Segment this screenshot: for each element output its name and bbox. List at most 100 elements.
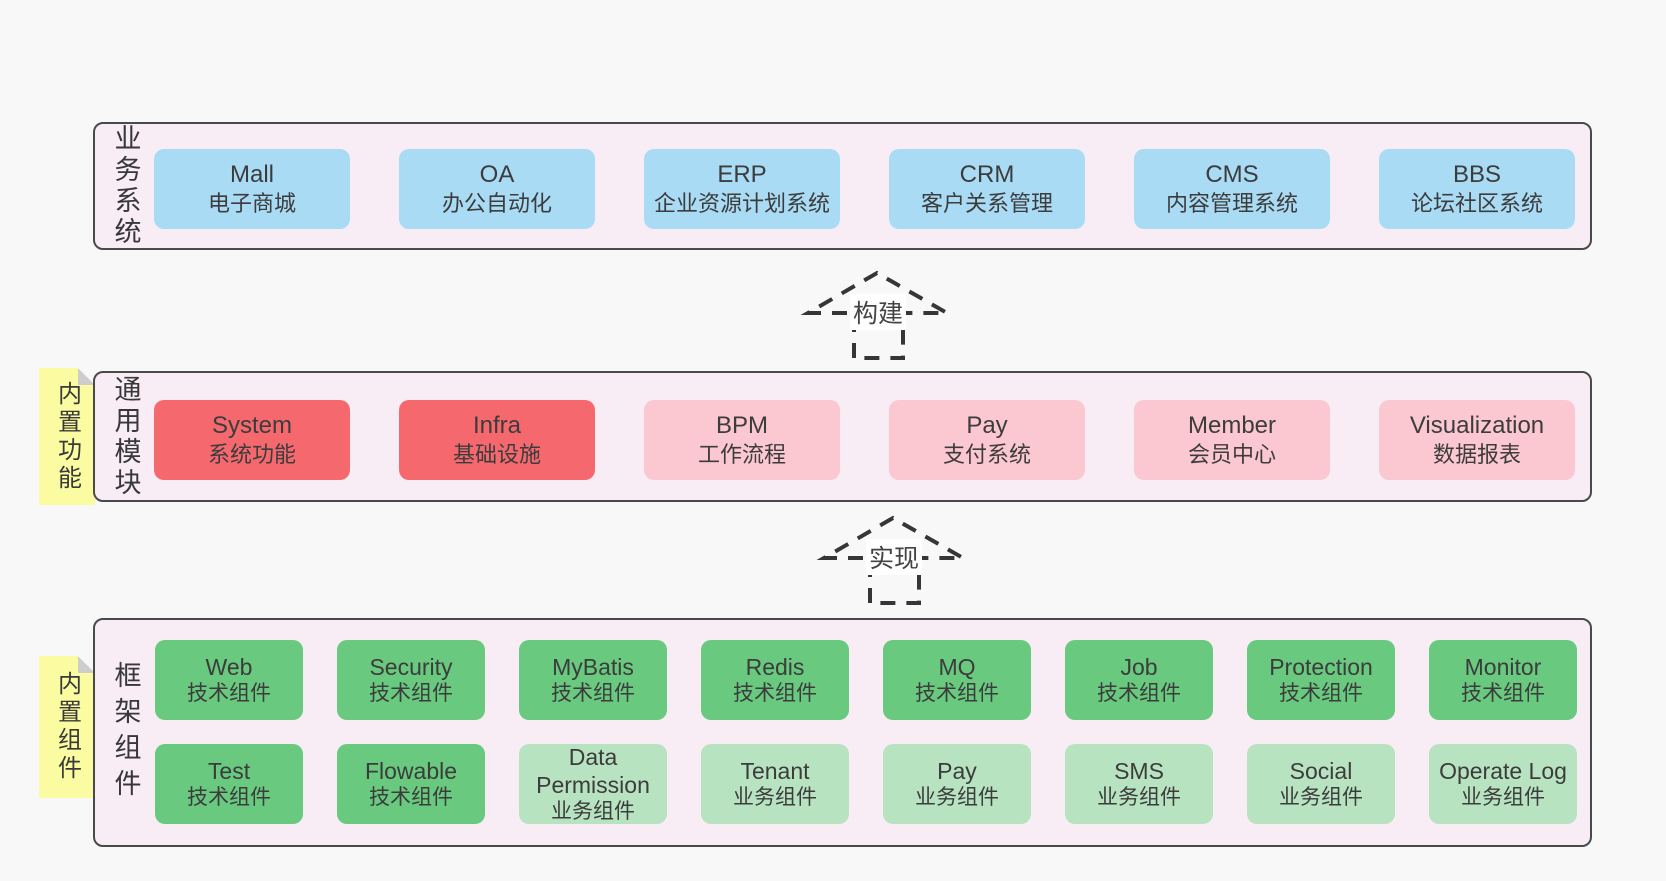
- arrow-implement-label: 实现: [865, 539, 923, 575]
- box-subtitle: 技术组件: [733, 682, 817, 706]
- layer-label-business-systems: 业务系统: [110, 124, 141, 248]
- sticky-note-built-in-components: 内置组件: [39, 656, 95, 798]
- box-title: Visualization: [1409, 412, 1545, 440]
- box-subtitle: 论坛社区系统: [1410, 191, 1543, 217]
- box-title: ERP: [717, 161, 767, 189]
- box-subtitle: 技术组件: [1279, 682, 1363, 706]
- arrow-implement: 实现: [814, 515, 974, 607]
- box-title: Web: [205, 654, 253, 681]
- box-subtitle: 工作流程: [697, 442, 786, 468]
- box-title: Monitor: [1464, 654, 1542, 681]
- box-title: BPM: [715, 412, 768, 440]
- box-title: Security: [369, 654, 453, 681]
- box-subtitle: 技术组件: [369, 682, 453, 706]
- box-subtitle: 业务组件: [1461, 786, 1545, 810]
- box-subtitle: 业务组件: [1279, 786, 1363, 810]
- box-title: CMS: [1205, 161, 1259, 189]
- sticky-note-label: 内置功能: [53, 380, 81, 493]
- dashed-up-arrow-icon: [800, 270, 955, 360]
- box-subtitle: 系统功能: [207, 442, 296, 468]
- box-subtitle: 客户关系管理: [920, 191, 1053, 217]
- box-subtitle: 电子商城: [207, 191, 296, 217]
- box-subtitle: 会员中心: [1187, 442, 1276, 468]
- box-subtitle: 技术组件: [1097, 682, 1181, 706]
- dashed-up-arrow-icon: [816, 515, 971, 605]
- layer-label-framework-components: 框架组件: [110, 660, 141, 805]
- box-subtitle: 技术组件: [187, 682, 271, 706]
- box-title: Job: [1120, 654, 1158, 681]
- box-title: Social: [1289, 758, 1353, 785]
- box-subtitle: 技术组件: [187, 786, 271, 810]
- box-subtitle: 支付系统: [942, 442, 1031, 468]
- sticky-note-built-in-features: 内置功能: [39, 368, 95, 505]
- box-subtitle: 办公自动化: [441, 191, 552, 217]
- box-subtitle: 企业资源计划系统: [653, 191, 830, 217]
- box-title: BBS: [1452, 161, 1502, 189]
- box-title: Pay: [966, 412, 1008, 440]
- box-title: OA: [479, 161, 515, 189]
- box-subtitle: 业务组件: [915, 786, 999, 810]
- box-title: Test: [207, 758, 251, 785]
- box-title: Pay: [937, 758, 977, 785]
- box-title: Protection: [1269, 654, 1373, 681]
- box-title: SMS: [1114, 758, 1164, 785]
- arrow-build-label: 构建: [849, 294, 907, 330]
- box-title: Flowable: [364, 758, 458, 785]
- box-title: Member: [1187, 412, 1277, 440]
- box-subtitle: 业务组件: [551, 800, 635, 824]
- layer-label-common-modules: 通用模块: [110, 374, 141, 499]
- box-subtitle: 技术组件: [369, 786, 453, 810]
- box-subtitle: 基础设施: [452, 442, 541, 468]
- box-title: Tenant: [740, 758, 810, 785]
- box-subtitle: 业务组件: [733, 786, 817, 810]
- box-title: System: [211, 412, 292, 440]
- box-subtitle: 技术组件: [1461, 682, 1545, 706]
- box-title: Operate Log: [1439, 758, 1567, 785]
- box-subtitle: 数据报表: [1432, 442, 1521, 468]
- box-title: CRM: [959, 161, 1015, 189]
- box-subtitle: 内容管理系统: [1165, 191, 1298, 217]
- box-title: Data Permission: [536, 744, 650, 799]
- sticky-note-label: 内置组件: [53, 671, 81, 783]
- box-title: MyBatis: [552, 654, 634, 681]
- box-subtitle: 技术组件: [915, 682, 999, 706]
- box-subtitle: 技术组件: [551, 682, 635, 706]
- box-title: Mall: [229, 161, 274, 189]
- box-title: MQ: [938, 654, 976, 681]
